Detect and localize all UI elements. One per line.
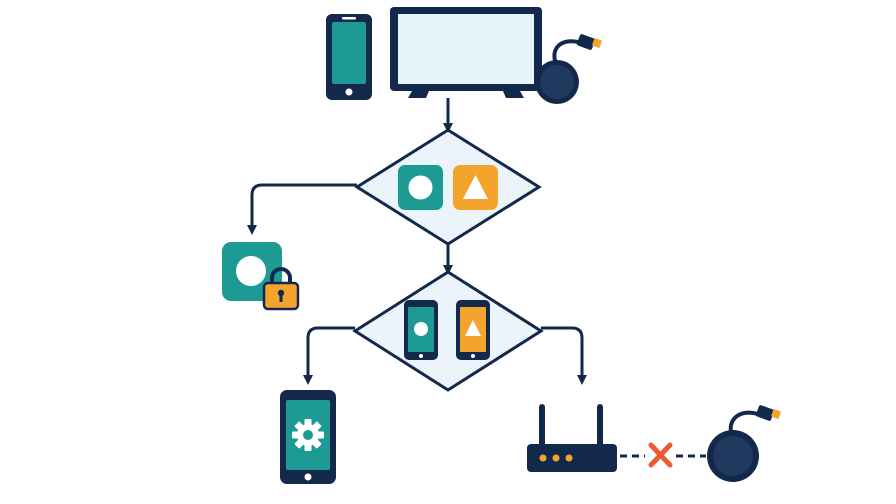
smartphone-icon — [326, 14, 372, 100]
decision-diamond-phones — [352, 270, 544, 392]
red-x-icon — [648, 442, 673, 468]
decision-diamond-apps — [354, 128, 542, 246]
phone-settings-gear-icon — [280, 390, 336, 484]
triangle-app-icon — [453, 165, 498, 210]
edge-phone-decision-to-router — [541, 326, 587, 385]
phone-triangle-app-icon — [456, 300, 490, 360]
disconnected-link — [620, 442, 706, 468]
television-icon — [390, 7, 542, 98]
gear-icon — [292, 419, 324, 451]
phone-circle-app-icon — [404, 300, 438, 360]
wifi-router-icon — [527, 404, 617, 472]
padlock-icon — [262, 267, 300, 311]
chromecast-dongle-icon — [707, 405, 781, 482]
edge-app-decision-to-locked-app — [247, 183, 357, 235]
locked-app-icon — [222, 242, 300, 311]
edge-phone-decision-to-settings — [303, 326, 355, 385]
chromecast-dongle-icon — [535, 34, 602, 104]
circle-app-icon — [398, 165, 443, 210]
